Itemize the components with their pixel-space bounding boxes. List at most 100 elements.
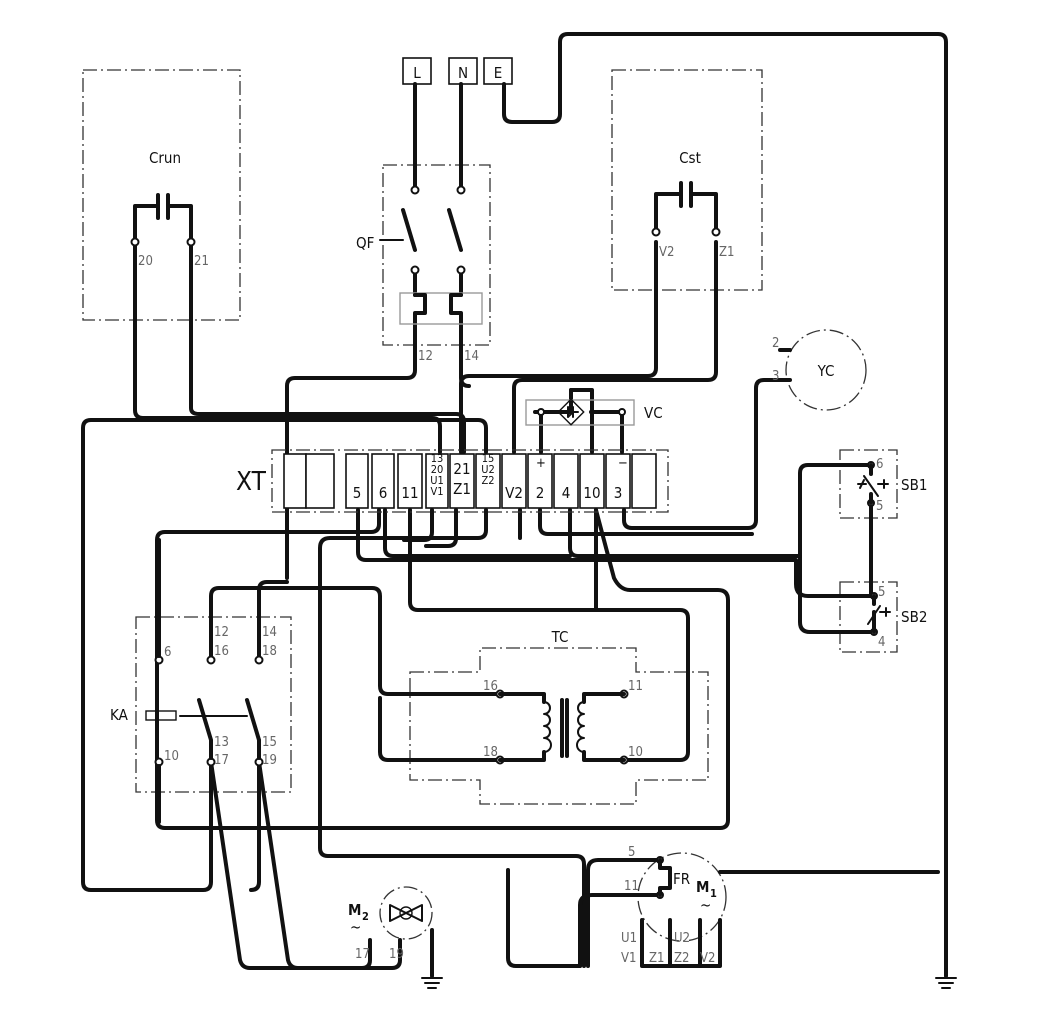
- xt-cell-label: Z2: [481, 474, 494, 487]
- cst-terminal-v2: V2: [659, 245, 674, 260]
- wires: [81, 32, 948, 978]
- sb1-label: SB1: [901, 476, 927, 494]
- m2-label: M: [348, 901, 361, 919]
- ka-contact-19: 19: [262, 753, 277, 768]
- xt-cell-label: 2: [536, 484, 545, 502]
- tc-label: TC: [551, 628, 569, 646]
- tc-transformer: TC 16 18 11 10: [483, 628, 643, 765]
- xt-cell-label: V2: [505, 484, 523, 502]
- sb2-label: SB2: [901, 608, 927, 626]
- qf-enclosure: [382, 164, 491, 346]
- crun-terminal-21: 21: [194, 254, 209, 269]
- xt-cell: [527, 453, 553, 509]
- xt-cell: [345, 453, 369, 509]
- m1-terminal-v1: V1: [621, 951, 636, 966]
- m1-subscript: 1: [710, 887, 717, 900]
- vc-label: VC: [644, 404, 663, 422]
- vc-minus-sign: −: [618, 456, 628, 471]
- yc-coil: YC 2 3: [772, 336, 834, 384]
- xt-cell: [449, 453, 475, 509]
- ka-relay: KA 6 10 12 16 13 17 14 18 15 19: [110, 538, 277, 824]
- m1-terminal-z2: Z2: [674, 951, 689, 966]
- m1-terminal-u2: U2: [674, 931, 690, 946]
- cst-label: Cst: [679, 149, 701, 167]
- tc-terminal-18: 18: [483, 745, 498, 760]
- vc-plus-sign: +: [536, 456, 546, 471]
- m1-compressor: FR M 1 ~ 5 11 U1 V1 Z1 U2 Z2 V2: [621, 845, 717, 966]
- qf-label: QF: [356, 234, 374, 252]
- sb2-terminal-4: 4: [878, 635, 885, 650]
- yc-enclosure: [785, 329, 867, 411]
- sb2-enclosure: [839, 581, 898, 653]
- xt-cell: [305, 453, 335, 509]
- sb1-terminal-5: 5: [876, 499, 883, 514]
- xt-cell-label: U2: [481, 463, 495, 476]
- m2-terminal-17: 17: [355, 947, 370, 962]
- supply-terminals: L N E: [402, 57, 513, 85]
- xt-cell-label: 15: [482, 452, 495, 465]
- m1-terminal-z1: Z1: [649, 951, 664, 966]
- xt-label: XT: [236, 467, 267, 497]
- xt-cell-label: 5: [353, 484, 362, 502]
- xt-cell-label: V1: [430, 485, 443, 498]
- sb1-enclosure: [839, 449, 898, 519]
- ka-coil-10: 10: [164, 749, 179, 764]
- m1-tilde: ~: [700, 896, 711, 914]
- sb2-switch: 5 4 SB2: [867, 585, 927, 650]
- terminal-l-label: L: [413, 64, 421, 82]
- xt-cell-label: 3: [614, 484, 623, 502]
- sb1-terminal-6: 6: [876, 457, 883, 472]
- tc-terminal-10: 10: [628, 745, 643, 760]
- crun-capacitor: Crun 20 21: [130, 149, 209, 269]
- crun-label: Crun: [149, 149, 181, 167]
- sb2-terminal-5: 5: [878, 585, 885, 600]
- ground-symbol-main: [935, 977, 957, 989]
- crun-terminal-20: 20: [138, 254, 153, 269]
- xt-cell: [475, 453, 501, 509]
- xt-cell-label: 11: [401, 484, 418, 502]
- m1-terminal-5: 5: [628, 845, 635, 860]
- sb1-switch: 6 5 SB1: [857, 457, 927, 514]
- ka-contact-15: 15: [262, 735, 277, 750]
- xt-cell: [631, 453, 657, 509]
- xt-cell: [425, 453, 449, 509]
- xt-cell: [605, 453, 631, 509]
- ka-contact-12: 12: [214, 625, 229, 640]
- xt-cell-label: U1: [430, 474, 444, 487]
- qf-breaker: QF 12 14: [356, 185, 483, 364]
- m1-fr-label: FR: [673, 870, 690, 888]
- xt-cell: [397, 453, 423, 509]
- ka-contact-18: 18: [262, 644, 277, 659]
- m1-terminal-11: 11: [624, 879, 639, 894]
- qf-terminal-12: 12: [418, 349, 433, 364]
- xt-cell-label: 4: [562, 484, 571, 502]
- xt-cell: [371, 453, 395, 509]
- xt-cell-label: 10: [583, 484, 600, 502]
- ka-contact-17: 17: [214, 753, 229, 768]
- m1-terminal-v2: V2: [700, 951, 715, 966]
- ka-contact-16: 16: [214, 644, 229, 659]
- ka-contact-14: 14: [262, 625, 277, 640]
- ka-label: KA: [110, 706, 129, 724]
- m1-terminal-u1: U1: [621, 931, 637, 946]
- xt-cell-label: Z1: [453, 480, 471, 498]
- ka-coil-6: 6: [164, 645, 171, 660]
- ground-symbol-m2: [421, 977, 443, 989]
- xt-cell-label: 21: [453, 460, 470, 478]
- terminal-e-label: E: [494, 64, 503, 82]
- yc-label: YC: [817, 362, 835, 380]
- xt-cell: [501, 453, 527, 509]
- qf-terminal-14: 14: [464, 349, 479, 364]
- m2-tilde: ~: [350, 918, 361, 936]
- ka-enclosure: [135, 616, 292, 793]
- xt-cell-label: 6: [379, 484, 388, 502]
- xt-cell: [553, 453, 579, 509]
- ka-contact-13: 13: [214, 735, 229, 750]
- cst-enclosure: [611, 69, 763, 291]
- m2-fan-motor: M 2 ~ 17 19: [348, 886, 433, 962]
- cst-capacitor: Cst V2 Z1: [651, 149, 734, 260]
- tc-enclosure: [409, 647, 709, 805]
- yc-terminal-2: 2: [772, 336, 779, 351]
